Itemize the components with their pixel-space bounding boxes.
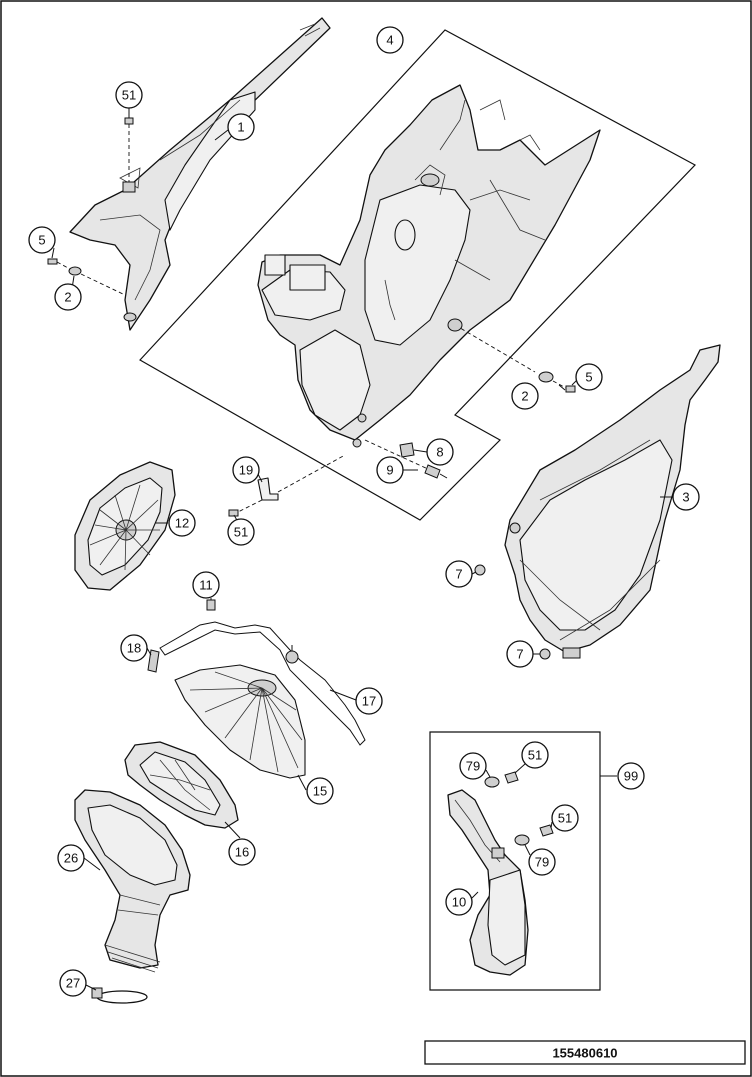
callout-17: 17 (355, 687, 383, 715)
callout-label: 17 (362, 694, 376, 709)
callout-15: 15 (306, 777, 334, 805)
part-4-airbox[interactable] (257, 84, 601, 448)
screw-5-washer-2-left[interactable] (47, 258, 126, 296)
callout-99: 99 (617, 762, 645, 790)
callout-8: 8 (426, 438, 454, 466)
part-12-filter-cage[interactable] (74, 461, 176, 591)
pin-18[interactable] (147, 649, 160, 673)
callout-label: 51 (234, 525, 248, 540)
callout-51c: 51 (521, 741, 549, 769)
callout-19: 19 (232, 456, 260, 484)
callout-label: 5 (38, 233, 45, 248)
leader-51d (550, 821, 553, 829)
callout-7b: 7 (506, 640, 534, 668)
callout-label: 26 (64, 851, 78, 866)
callout-label: 79 (466, 759, 480, 774)
group-frame-4 (139, 29, 696, 521)
callout-label: 3 (682, 490, 689, 505)
callout-79a: 79 (459, 752, 487, 780)
callout-label: 19 (239, 463, 253, 478)
callout-11: 11 (192, 571, 220, 599)
callout-1: 1 (227, 113, 255, 141)
callout-label: 99 (624, 769, 638, 784)
callout-18: 18 (120, 634, 148, 662)
callout-label: 2 (64, 290, 71, 305)
callout-label: 51 (122, 88, 136, 103)
callout-label: 15 (313, 784, 327, 799)
part-27-hose-clamp[interactable] (91, 987, 148, 1004)
callout-7a: 7 (445, 560, 473, 588)
callout-label: 51 (558, 811, 572, 826)
diagram-id-text: 155480610 (552, 1046, 617, 1061)
group-frame-99 (429, 731, 601, 991)
callout-label: 12 (175, 516, 189, 531)
callout-2a: 2 (54, 283, 82, 311)
screw-51-top[interactable] (122, 108, 136, 193)
callout-label: 4 (386, 33, 393, 48)
sensor-8-clip-9[interactable] (364, 439, 448, 479)
part-17-filter-holder[interactable] (159, 621, 366, 746)
callout-10: 10 (445, 888, 473, 916)
callout-3: 3 (672, 483, 700, 511)
callout-12: 12 (168, 509, 196, 537)
bolt-7-lower[interactable] (539, 648, 551, 660)
callout-27: 27 (59, 969, 87, 997)
part-3-side-cover[interactable] (504, 344, 721, 659)
leader-79b (524, 844, 531, 856)
callout-label: 1 (237, 120, 244, 135)
leader-79a (485, 769, 491, 778)
washer-79-upper[interactable] (484, 776, 500, 788)
callout-label: 7 (516, 647, 523, 662)
callout-label: 51 (528, 748, 542, 763)
callout-label: 18 (127, 641, 141, 656)
callout-51d: 51 (551, 804, 579, 832)
leader-lines (51, 108, 673, 991)
callout-5a: 5 (28, 226, 56, 254)
screw-5-washer-2-right[interactable] (447, 318, 576, 393)
callout-label: 9 (386, 463, 393, 478)
screw-51-kit-lower[interactable] (539, 824, 554, 837)
part-26-intake-boot[interactable] (74, 789, 191, 973)
callout-label: 7 (455, 567, 462, 582)
callout-4: 4 (376, 26, 404, 54)
callout-26: 26 (57, 844, 85, 872)
callout-label: 16 (235, 845, 249, 860)
callout-label: 8 (436, 445, 443, 460)
part-16-filter-support[interactable] (124, 741, 239, 829)
callout-5b: 5 (575, 363, 603, 391)
screw-51-kit-upper[interactable] (504, 771, 519, 784)
bolt-7-upper[interactable] (474, 564, 486, 576)
nut-11[interactable] (206, 599, 216, 611)
callout-79b: 79 (528, 848, 556, 876)
bracket-19[interactable] (228, 454, 346, 517)
callout-label: 27 (66, 976, 80, 991)
callout-51b: 51 (227, 518, 255, 546)
leader-51c (514, 763, 526, 774)
callout-9: 9 (376, 456, 404, 484)
diagram-id-box: 155480610 (424, 1040, 746, 1065)
washer-79-lower[interactable] (514, 834, 530, 846)
callout-label: 79 (535, 855, 549, 870)
callout-label: 5 (585, 370, 592, 385)
callout-label: 2 (521, 389, 528, 404)
callout-label: 10 (452, 895, 466, 910)
callout-2b: 2 (511, 382, 539, 410)
callout-16: 16 (228, 838, 256, 866)
leader-10 (471, 891, 479, 899)
part-10-intake-snorkel[interactable] (447, 789, 529, 976)
callout-51a: 51 (115, 81, 143, 109)
part-15-air-filter[interactable] (174, 664, 306, 779)
callout-label: 11 (199, 578, 213, 593)
